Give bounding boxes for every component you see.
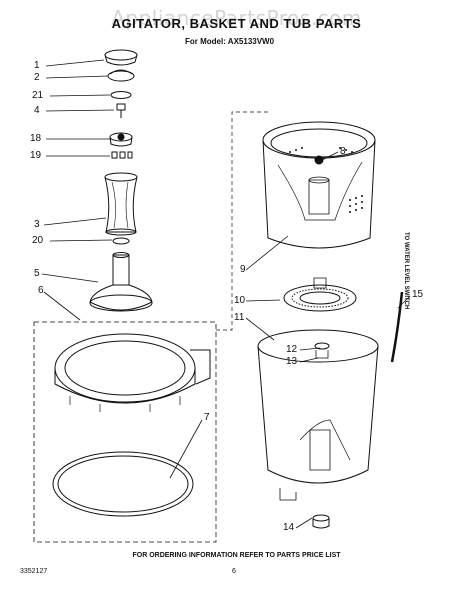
basket-drive-part <box>283 277 357 312</box>
callout-15: 15 <box>412 289 424 300</box>
callout-14: 14 <box>283 522 295 533</box>
agitator-barrel-part <box>104 172 138 236</box>
tub-ring-part <box>54 333 211 412</box>
basket-perforations <box>289 147 363 213</box>
diagram-title: AGITATOR, BASKET AND TUB PARTS <box>111 16 362 31</box>
agitator-dog-part <box>109 132 133 147</box>
callout-1: 1 <box>34 60 40 71</box>
agitator-cap-part <box>104 49 138 66</box>
callout-19: 19 <box>30 150 42 161</box>
pressure-hose-part <box>390 291 404 363</box>
callout-8: 8 <box>340 146 346 157</box>
watermark: AppliancePartsPros.com <box>111 6 362 30</box>
callout-10: 10 <box>234 295 246 306</box>
callout-11: 11 <box>234 312 245 323</box>
bolt-part <box>116 103 126 118</box>
callout-6: 6 <box>38 285 44 296</box>
cap-insert-part <box>107 69 135 82</box>
callout-21: 21 <box>32 90 44 101</box>
document-number: 3352127 <box>20 568 48 575</box>
callout-18: 18 <box>30 133 42 144</box>
callout-9: 9 <box>240 264 246 275</box>
basket-part <box>262 121 376 249</box>
callout-4: 4 <box>34 105 40 116</box>
ordering-note: FOR ORDERING INFORMATION REFER TO PARTS … <box>132 552 341 559</box>
callout-3: 3 <box>34 219 40 230</box>
page-number: 6 <box>232 568 236 575</box>
callout-5: 5 <box>34 268 40 279</box>
callout-12: 12 <box>286 344 298 355</box>
tub-seal-part <box>314 342 330 359</box>
assembly-group-box <box>33 321 217 543</box>
tub-gasket-part <box>52 451 194 517</box>
callout-7: 7 <box>204 412 210 423</box>
callout-2: 2 <box>34 72 40 83</box>
agitator-base-part <box>89 252 153 312</box>
seal-part <box>112 237 130 245</box>
outer-tub-part <box>257 329 379 501</box>
spanner-nut-part <box>312 514 330 529</box>
dogs-part <box>111 151 133 159</box>
callout-20: 20 <box>32 235 44 246</box>
o-ring-part <box>110 91 132 99</box>
model-label: For Model: AX5133VW0 <box>185 37 275 46</box>
leader-lines <box>41 59 411 529</box>
water-level-switch-label: TO WATER LEVEL SWITCH <box>403 232 409 310</box>
callout-13: 13 <box>286 356 298 367</box>
connector-line <box>216 111 268 331</box>
